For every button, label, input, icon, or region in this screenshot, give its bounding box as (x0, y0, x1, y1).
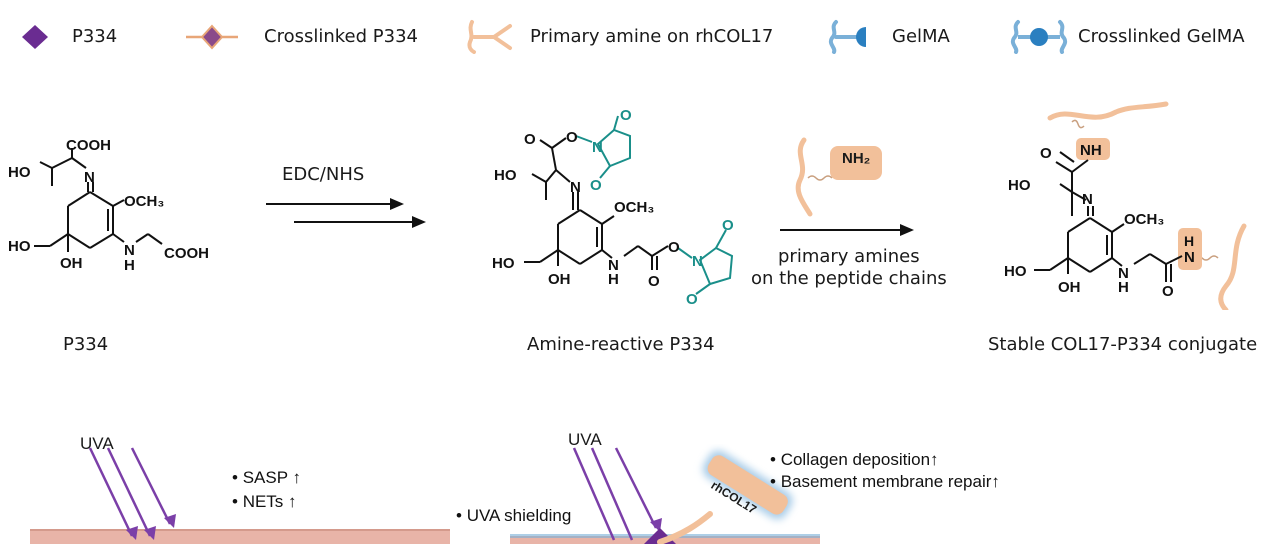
svg-text:NH: NH (1080, 142, 1102, 159)
svg-text:N: N (1184, 249, 1195, 266)
svg-text:O: O (686, 291, 698, 308)
svg-text:N: N (84, 169, 95, 186)
svg-text:O: O (524, 131, 536, 148)
nh2-label: NH₂ (842, 150, 871, 167)
uva-rays-right (572, 447, 662, 541)
reaction-arrow-edc (266, 198, 426, 228)
effect-sasp: • SASP ↑ (232, 468, 301, 487)
uva-label-right: UVA (568, 430, 602, 449)
uva-rays-left (88, 447, 176, 540)
svg-text:H: H (124, 257, 135, 274)
svg-text:OCH₃: OCH₃ (614, 199, 654, 216)
svg-text:N: N (124, 242, 135, 259)
svg-text:H: H (1184, 233, 1194, 249)
structure-col17-p334-conjugate: O NH HO N OCH₃ HO OH N H O H N (1004, 101, 1247, 310)
svg-text:O: O (648, 273, 660, 290)
rhcol17-protein (657, 450, 793, 544)
diamond-icon (22, 25, 48, 49)
effect-collagen-deposition: • Collagen deposition↑ (770, 450, 939, 469)
svg-text:N: N (692, 253, 703, 270)
amine-condition-line1: primary amines (778, 246, 920, 267)
svg-text:HO: HO (8, 238, 31, 255)
svg-text:N: N (570, 179, 581, 196)
legend-label-crosslinked-gelma: Crosslinked GelMA (1078, 26, 1245, 47)
svg-text:OCH₃: OCH₃ (1124, 211, 1164, 228)
peptide-chain-icon (467, 20, 512, 54)
svg-text:O: O (590, 177, 602, 194)
svg-text:HO: HO (8, 164, 31, 181)
effect-basement-membrane-repair: • Basement membrane repair↑ (770, 472, 1000, 491)
svg-text:N: N (1118, 265, 1129, 282)
svg-text:N: N (592, 139, 603, 156)
caption-p334: P334 (63, 334, 109, 355)
legend-label-gelma: GelMA (892, 26, 950, 47)
effect-nets: • NETs ↑ (232, 492, 297, 511)
legend-label-p334: P334 (72, 26, 118, 47)
svg-text:HO: HO (492, 255, 515, 272)
reaction-arrow-amine (780, 224, 914, 236)
caption-conjugate: Stable COL17-P334 conjugate (988, 334, 1258, 355)
uva-shielding-label: • UVA shielding (456, 506, 572, 525)
uva-label-left: UVA (80, 434, 114, 453)
svg-text:HO: HO (1004, 263, 1027, 280)
svg-text:COOH: COOH (66, 137, 111, 154)
svg-text:O: O (620, 107, 632, 124)
structure-amine-reactive-p334: O O N O O HO N OCH₃ HO OH N H O O N O O (492, 107, 734, 308)
svg-text:N: N (1082, 191, 1093, 208)
svg-text:N: N (608, 257, 619, 274)
svg-text:OH: OH (548, 271, 571, 288)
svg-text:O: O (1040, 145, 1052, 162)
svg-text:H: H (1118, 279, 1129, 296)
svg-text:OCH₃: OCH₃ (124, 193, 164, 210)
crosslinked-gelma-icon (1010, 20, 1068, 54)
legend-label-primary-amine: Primary amine on rhCOL17 (530, 26, 774, 47)
legend-label-crosslinked-p334: Crosslinked P334 (264, 26, 418, 47)
svg-text:COOH: COOH (164, 245, 209, 262)
svg-text:O: O (566, 129, 578, 146)
svg-text:HO: HO (494, 167, 517, 184)
svg-text:HO: HO (1008, 177, 1031, 194)
structure-p334: COOH HO N OCH₃ HO OH N H COOH (8, 137, 209, 274)
svg-text:O: O (1162, 283, 1174, 300)
crosslinked-diamond-icon (186, 24, 238, 50)
svg-text:OH: OH (1058, 279, 1081, 296)
svg-text:H: H (608, 271, 619, 288)
caption-amine-reactive-p334: Amine-reactive P334 (527, 334, 715, 355)
reagent-label: EDC/NHS (282, 164, 365, 185)
svg-text:O: O (722, 217, 734, 234)
peptide-amine-icon (795, 137, 882, 217)
amine-condition-line2: on the peptide chains (751, 268, 947, 289)
svg-text:OH: OH (60, 255, 83, 272)
gelma-icon (828, 20, 866, 54)
svg-text:O: O (668, 239, 680, 256)
